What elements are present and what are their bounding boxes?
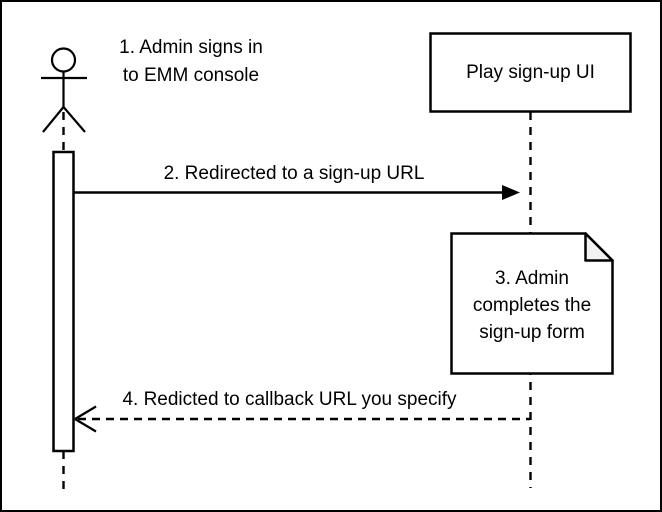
message2-label: 2. Redirected to a sign-up URL	[163, 163, 425, 184]
message4-arrowhead-upper	[74, 405, 97, 420]
participant-label-text: Play sign-up UI	[466, 61, 595, 83]
message4-arrow	[74, 405, 530, 433]
message2-arrow	[73, 185, 520, 200]
actor-leg-left	[42, 106, 65, 133]
message2-arrowhead-icon	[502, 185, 520, 200]
actor-leg-right	[62, 106, 86, 133]
message4-label: 4. Redicted to callback URL you specify	[122, 389, 457, 410]
note-label-line2: completes the	[472, 295, 592, 316]
activation-bar	[52, 150, 75, 453]
note-label-line1: 3. Admin	[495, 268, 569, 289]
participant-box	[429, 32, 632, 113]
note-body	[450, 232, 614, 375]
message4-arrowhead-lower	[74, 418, 97, 433]
note-fold-icon	[584, 232, 614, 262]
note-shape	[450, 232, 614, 375]
actor-icon	[41, 47, 87, 133]
note-label-line3: sign-up form	[479, 322, 585, 343]
message1-label: 1. Admin signs in to EMM console	[91, 34, 291, 90]
message1-label-line2: to EMM console	[122, 65, 260, 86]
message1-label-line1: 1. Admin signs in	[119, 37, 263, 58]
actor-head	[50, 47, 77, 73]
participant-label: Play sign-up UI	[430, 33, 631, 112]
note-label: 3. Admin completes the sign-up form	[452, 265, 612, 346]
